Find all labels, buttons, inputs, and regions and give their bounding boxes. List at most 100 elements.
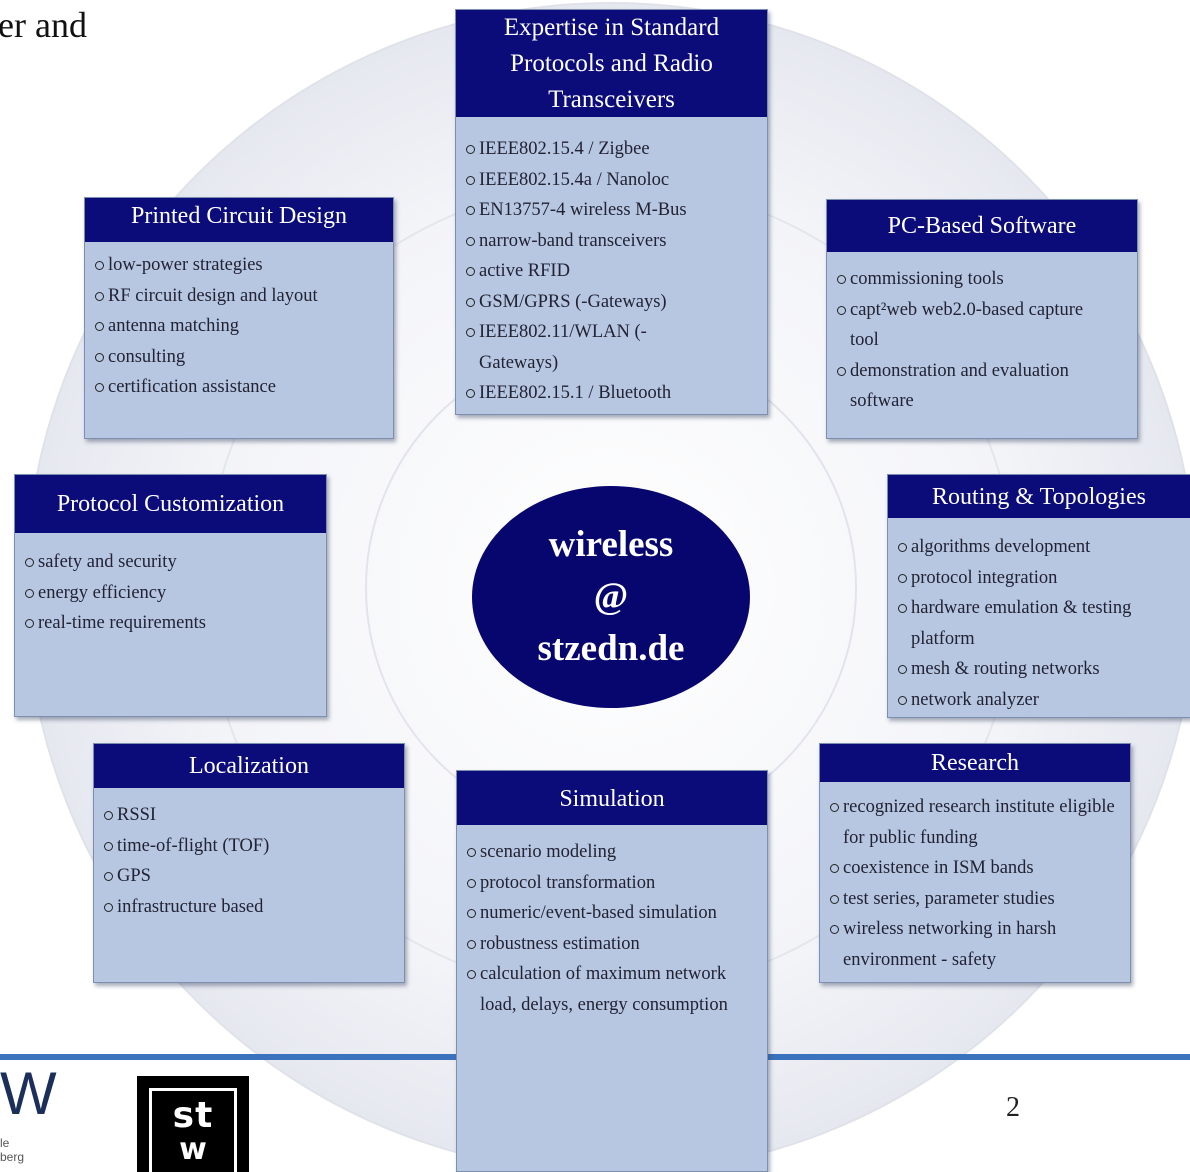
list-item: GPS	[104, 861, 396, 892]
box-pc-software-title: PC-Based Software	[827, 200, 1137, 252]
institution-logo-letter: W	[0, 1060, 57, 1127]
box-routing: Routing & Topologies algorithms developm…	[887, 474, 1190, 718]
list-item: low-power strategies	[95, 250, 385, 281]
list-item: mesh & routing networks	[898, 654, 1182, 685]
bullet-icon	[25, 588, 34, 598]
bullet-icon	[898, 573, 907, 583]
center-circle: wireless @ stzedn.de	[472, 486, 750, 708]
list-item: IEEE802.15.4a / Nanoloc	[466, 165, 759, 196]
list-item: network analyzer	[898, 685, 1182, 716]
footer-rule-left	[0, 1054, 458, 1060]
box-simulation-title: Simulation	[457, 771, 767, 825]
list-item: IEEE802.11/WLAN (-Gateways)	[466, 317, 759, 378]
bullet-icon	[467, 970, 476, 979]
bullet-icon	[95, 352, 104, 362]
list-item: robustness estimation	[467, 929, 759, 960]
list-item: RSSI	[104, 800, 396, 831]
list-item: energy efficiency	[25, 578, 318, 609]
bullet-icon	[466, 297, 475, 307]
box-localization-list: RSSI time-of-flight (TOF) GPS infrastruc…	[94, 788, 404, 930]
footer-rule-right	[766, 1054, 1190, 1060]
slide-title-fragment: er and	[0, 5, 87, 45]
box-localization-title: Localization	[94, 744, 404, 788]
box-pc-software-list: commissioning tools capt²web web2.0-base…	[827, 252, 1137, 425]
bullet-icon	[837, 305, 846, 315]
box-research-list: recognized research institute eligible f…	[820, 782, 1130, 983]
stw-logo-top: st	[172, 1095, 214, 1136]
list-item: real-time requirements	[25, 608, 318, 639]
box-simulation: Simulation scenario modeling protocol tr…	[456, 770, 768, 1172]
list-item: safety and security	[25, 547, 318, 578]
bullet-icon	[95, 322, 104, 331]
list-item: protocol integration	[898, 563, 1182, 594]
box-pc-software: PC-Based Software commissioning tools ca…	[826, 199, 1138, 439]
bullet-icon	[25, 619, 34, 628]
list-item: coexistence in ISM bands	[830, 853, 1122, 884]
box-localization: Localization RSSI time-of-flight (TOF) G…	[93, 743, 405, 983]
bullet-icon	[898, 695, 907, 705]
bullet-icon	[104, 841, 113, 851]
list-item: scenario modeling	[467, 837, 759, 868]
list-item: capt²web web2.0-based capture tool	[837, 295, 1129, 356]
bullet-icon	[467, 909, 476, 918]
list-item: antenna matching	[95, 311, 385, 342]
box-protocols-list: IEEE802.15.4 / Zigbee IEEE802.15.4a / Na…	[456, 117, 767, 417]
box-protocol-custom: Protocol Customization safety and securi…	[14, 474, 327, 717]
list-item: recognized research institute eligible f…	[830, 792, 1122, 853]
box-protocol-custom-title: Protocol Customization	[15, 475, 326, 533]
bullet-icon	[104, 902, 113, 912]
bullet-icon	[837, 366, 846, 376]
list-item: GSM/GPRS (-Gateways)	[466, 287, 759, 318]
list-item: calculation of maximum network load, del…	[467, 959, 759, 1020]
list-item: EN13757-4 wireless M-Bus	[466, 195, 759, 226]
box-pcb-list: low-power strategies RF circuit design a…	[85, 242, 393, 411]
box-research: Research recognized research institute e…	[819, 743, 1131, 983]
bullet-icon	[830, 803, 839, 812]
bullet-icon	[830, 864, 839, 873]
list-item: numeric/event-based simulation	[467, 898, 759, 929]
bullet-icon	[466, 328, 475, 337]
list-item: algorithms development	[898, 532, 1182, 563]
stw-logo: st w	[137, 1076, 249, 1172]
box-research-title: Research	[820, 744, 1130, 782]
bullet-icon	[837, 275, 846, 284]
bullet-icon	[25, 558, 34, 567]
institution-logo-subtext: le berg	[0, 1136, 25, 1164]
box-protocols: Expertise in Standard Protocols and Radi…	[455, 9, 768, 415]
bullet-icon	[830, 894, 839, 904]
box-pcb-title: Printed Circuit Design	[85, 198, 393, 242]
bullet-icon	[104, 872, 113, 881]
bullet-icon	[466, 236, 475, 246]
page-number: 2	[1006, 1092, 1020, 1123]
bullet-icon	[95, 261, 104, 270]
list-item: commissioning tools	[837, 264, 1129, 295]
bullet-icon	[466, 145, 475, 154]
bullet-icon	[467, 848, 476, 857]
list-item: certification assistance	[95, 372, 385, 403]
bullet-icon	[898, 543, 907, 552]
center-line-3: stzedn.de	[537, 628, 685, 669]
bullet-icon	[466, 267, 475, 276]
bullet-icon	[898, 604, 907, 613]
list-item: demonstration and evaluation software	[837, 356, 1129, 417]
bullet-icon	[467, 939, 476, 949]
box-protocol-custom-list: safety and security energy efficiency re…	[15, 533, 326, 647]
list-item: consulting	[95, 342, 385, 373]
box-routing-list: algorithms development protocol integrat…	[888, 518, 1190, 723]
bullet-icon	[466, 175, 475, 185]
center-line-2: @	[593, 576, 629, 617]
bullet-icon	[830, 925, 839, 934]
stw-logo-bottom: w	[179, 1132, 207, 1167]
box-protocols-title: Expertise in Standard Protocols and Radi…	[456, 10, 767, 117]
list-item: RF circuit design and layout	[95, 281, 385, 312]
list-item: active RFID	[466, 256, 759, 287]
bullet-icon	[898, 665, 907, 674]
center-line-1: wireless	[548, 524, 674, 565]
bullet-icon	[95, 383, 104, 392]
list-item: IEEE802.15.4 / Zigbee	[466, 134, 759, 165]
list-item: narrow-band transceivers	[466, 226, 759, 257]
list-item: time-of-flight (TOF)	[104, 831, 396, 862]
list-item: test series, parameter studies	[830, 884, 1122, 915]
list-item: IEEE802.15.1 / Bluetooth	[466, 378, 759, 409]
box-pcb: Printed Circuit Design low-power strateg…	[84, 197, 394, 439]
